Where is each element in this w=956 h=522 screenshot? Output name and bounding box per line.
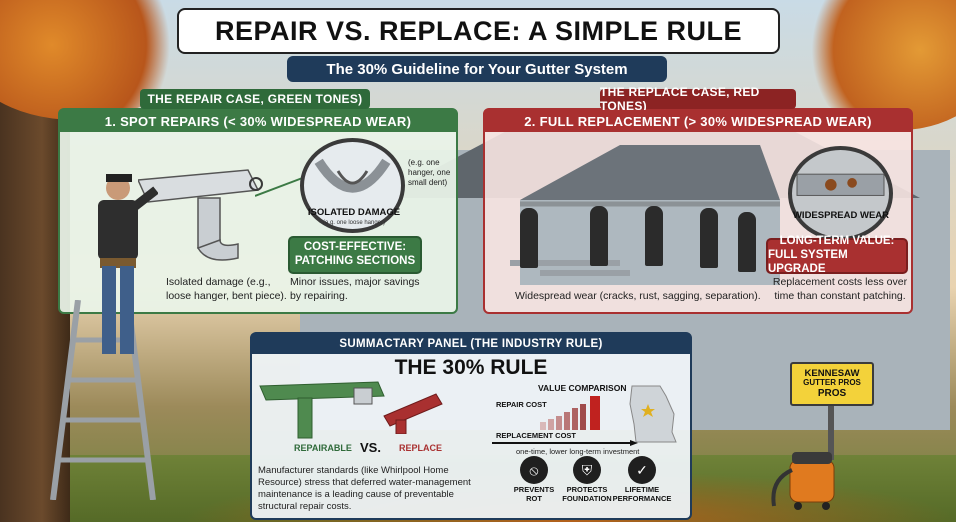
isolated-damage-label: ISOLATED DAMAGE (307, 207, 401, 218)
replace-panel-header: 2. FULL REPLACEMENT (> 30% WIDESPREAD WE… (485, 110, 911, 132)
page-subtitle: The 30% Guideline for Your Gutter System (326, 60, 628, 78)
cost-effective-line1: COST-EFFECTIVE: (303, 241, 407, 254)
arrow-right-icon (492, 440, 638, 446)
replacement-worker (738, 212, 756, 272)
replace-gutter-illustration (383, 393, 443, 434)
title-banner: REPAIR VS. REPLACE: A SIMPLE RULE (177, 8, 780, 54)
cost-effective-line2: PATCHING SECTIONS (294, 255, 416, 267)
summary-panel-header: SUMMACTARY PANEL (THE INDUSTRY RULE) (252, 334, 690, 354)
one-time-note: one-time, lower long-term investment (516, 447, 640, 456)
sign-post (828, 406, 834, 460)
replace-case-tag-text: THE REPLACE CASE, RED TONES) (600, 85, 760, 113)
replacement-worker (520, 208, 538, 268)
repairable-gutter-illustration (259, 381, 385, 439)
no-rot-icon: ⦸ (520, 456, 548, 484)
replace-caption-right: Replacement costs less over time than co… (772, 276, 908, 302)
yard-sign-line1: KENNESAW (804, 367, 860, 379)
shop-vacuum-illustration (771, 452, 835, 510)
summary-panel-header-text: SUMMACTARY PANEL (THE INDUSTRY RULE) (339, 338, 603, 350)
repair-panel-header-text: 1. SPOT REPAIRS (< 30% WIDESPREAD WEAR) (104, 113, 412, 129)
long-term-value-badge: LONG-TERM VALUE: FULL SYSTEM UPGRADE (766, 235, 908, 275)
summary-panel (250, 332, 692, 520)
repair-caption-left: Isolated damage (e.g., loose hanger, ben… (166, 276, 287, 302)
georgia-map-icon (629, 385, 677, 443)
repair-cost-bars (540, 396, 600, 430)
repair-side-note: (e.g. one hanger, one small dent) (408, 158, 451, 187)
replacement-worker (645, 206, 663, 266)
repair-case-tag: THE REPAIR CASE, GREEN TONES) (140, 89, 370, 109)
replacement-worker (590, 206, 608, 266)
yard-sign: KENNESAW GUTTER PROS PROS (790, 362, 874, 406)
repair-case-tag-text: THE REPAIR CASE, GREEN TONES) (147, 92, 363, 106)
value-comparison-title: VALUE COMPARISON (538, 383, 627, 393)
gutter-worker-illustration (98, 174, 158, 354)
yard-sign-line2: GUTTER PROS (803, 378, 861, 388)
replace-case-tag: THE REPLACE CASE, RED TONES) (600, 85, 796, 113)
replacement-worker (700, 208, 718, 268)
rule-title: THE 30% RULE (394, 356, 548, 379)
rusted-gutter-icon (796, 173, 885, 196)
long-term-value-line2: FULL SYSTEM UPGRADE (768, 249, 848, 275)
widespread-wear-magnifier (788, 146, 893, 241)
replace-caption-left: Widespread wear (cracks, rust, sagging, … (515, 290, 761, 302)
repairable-label: REPAIRABLE (294, 443, 352, 453)
isolated-damage-sublabel: (e.g. one loose hanger) (322, 220, 386, 226)
repair-cost-label: REPAIR COST (496, 400, 547, 409)
subtitle-banner: The 30% Guideline for Your Gutter System (287, 56, 667, 82)
yard-sign-line3: PROS (817, 388, 847, 400)
page-title: REPAIR VS. REPLACE: A SIMPLE RULE (214, 15, 743, 46)
replace-label: REPLACE (399, 443, 443, 453)
repair-caption-right: Minor issues, major savings by repairing… (290, 276, 420, 302)
shield-icon: ⛨ (573, 456, 601, 484)
damaged-gutter-illustration (138, 169, 263, 261)
isolated-damage-magnifier (300, 138, 405, 233)
replacement-cost-label: REPLACEMENT COST (496, 431, 577, 440)
loose-hanger-icon (314, 158, 391, 193)
cost-effective-badge: COST-EFFECTIVE: PATCHING SECTIONS (288, 236, 422, 274)
replace-panel-header-text: 2. FULL REPLACEMENT (> 30% WIDESPREAD WE… (524, 113, 872, 129)
long-term-value-line1: LONG-TERM VALUE: (779, 235, 895, 248)
vs-label: VS. (360, 440, 381, 455)
check-badge-icon: ✓ (628, 456, 656, 484)
widespread-wear-label: WIDESPREAD WEAR (792, 210, 890, 221)
repair-panel-header: 1. SPOT REPAIRS (< 30% WIDESPREAD WEAR) (60, 110, 456, 132)
summary-body-text: Manufacturer standards (like Whirlpool H… (258, 465, 471, 512)
